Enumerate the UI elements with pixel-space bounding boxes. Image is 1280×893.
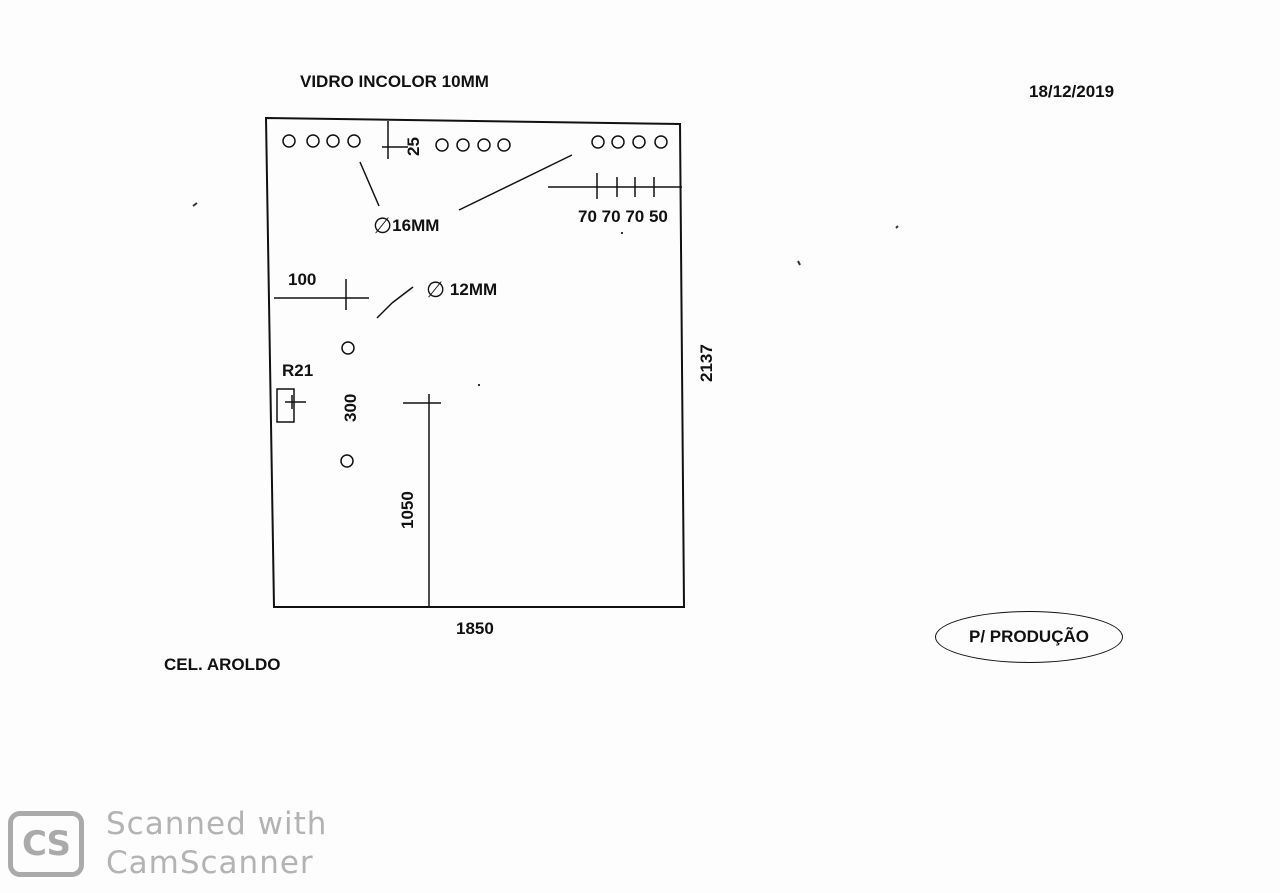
hole-middle-lower — [340, 454, 354, 468]
small-hole-label: ∅ 12MM — [426, 275, 498, 302]
spacing-value-3: 70 — [625, 207, 645, 226]
spacing-value-4: 50 — [648, 207, 668, 226]
hole-spacing-label: 70 70 70 50 — [578, 207, 668, 227]
vertical-hole-spacing-label: 300 — [341, 393, 360, 422]
spacing-value-2: 70 — [601, 207, 621, 226]
watermark-line-1: Scanned with — [106, 806, 328, 842]
watermark-line-2: CamScanner — [106, 845, 314, 881]
hole-group-top-left — [282, 134, 361, 148]
client-name: CEL. AROLDO — [164, 655, 281, 674]
hole-middle-upper — [341, 341, 355, 355]
material-title: VIDRO INCOLOR 10MM — [300, 72, 489, 91]
hole-spacing-dimension — [548, 173, 682, 199]
top-offset-label: 25 — [404, 137, 423, 156]
leader-12mm-lower — [376, 302, 393, 319]
scan-specks — [192, 202, 899, 386]
top-offset-marker — [382, 121, 408, 159]
drawing-date: 18/12/2019 — [1029, 82, 1115, 101]
leader-16mm-right — [458, 154, 573, 211]
hole-group-top-middle — [435, 138, 511, 152]
left-offset-marker — [274, 279, 369, 310]
glass-panel-outline — [264, 116, 686, 608]
diameter-symbol-icon: ∅ — [373, 213, 393, 238]
production-stamp: P/ PRODUÇÃO — [935, 611, 1123, 663]
leader-12mm-upper — [391, 286, 414, 304]
leader-16mm-left — [359, 161, 380, 207]
camscanner-logo-icon: CS — [8, 811, 84, 877]
panel-width-label: 1850 — [456, 619, 494, 638]
radius-label: R21 — [282, 361, 314, 380]
production-stamp-text: P/ PRODUÇÃO — [969, 627, 1089, 646]
camscanner-watermark: CS Scanned with CamScanner — [8, 805, 327, 883]
diameter-symbol-icon: ∅ — [426, 277, 446, 302]
small-hole-diameter: 12MM — [449, 280, 498, 299]
camscanner-logo-text: CS — [21, 824, 71, 864]
left-offset-label: 100 — [288, 270, 317, 289]
spacing-value-1: 70 — [578, 207, 597, 226]
watermark-text: Scanned with CamScanner — [106, 805, 327, 883]
lower-height-label: 1050 — [398, 491, 417, 529]
lower-height-marker — [403, 394, 441, 606]
hole-group-top-right — [591, 135, 668, 149]
large-hole-label: ∅16MM — [373, 211, 440, 238]
panel-height-label: 2137 — [697, 344, 716, 382]
radius-notch — [276, 388, 306, 423]
large-hole-diameter: 16MM — [392, 216, 440, 235]
